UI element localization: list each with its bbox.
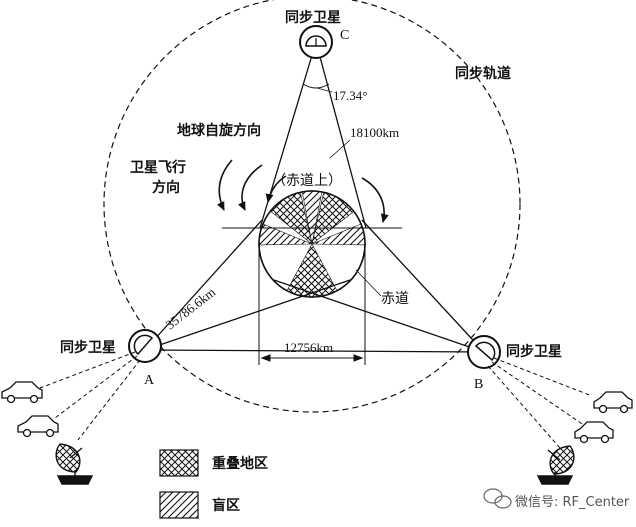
- car-icon: [574, 421, 614, 444]
- watermark-text: 微信号: RF_Center: [515, 495, 630, 510]
- satellite-c-label: 同步卫星: [285, 9, 341, 26]
- satellite-b-label: 同步卫星: [506, 343, 562, 360]
- legend-overlap-swatch: [159, 449, 199, 477]
- ground-links: [39, 351, 593, 449]
- satellite-b-letter: B: [474, 377, 483, 392]
- satellite-direction-label-line2: 方向: [152, 179, 180, 196]
- earth: [258, 190, 366, 298]
- earth-diameter-label: 12756km: [284, 340, 333, 355]
- angle-leader: [316, 87, 333, 93]
- satellite-c-letter: C: [340, 28, 349, 43]
- geosync-orbit: [103, 0, 521, 413]
- angle-label: 17.34°: [333, 88, 367, 103]
- earth-rotation-arrow-right: [361, 177, 389, 223]
- ground-station-dish-icon: [536, 445, 575, 485]
- satellite-a: [128, 329, 162, 363]
- earth-rotation-label: 地球自旋方向: [177, 122, 261, 139]
- satellite-a-letter: A: [144, 373, 155, 388]
- orbit-label: 同步轨道: [455, 65, 511, 82]
- satellite-a-label: 同步卫星: [60, 339, 116, 356]
- wechat-logo-icon: [483, 488, 512, 509]
- angle-arc: [302, 83, 330, 89]
- earth-rotation-arrow-left: [237, 164, 263, 211]
- blind-region-top: [301, 191, 323, 245]
- equator-leader: [355, 269, 382, 297]
- slant-distance-label: 18100km: [350, 125, 399, 140]
- overlap-region-bottom: [281, 243, 343, 297]
- legend-blind-label: 盲区: [212, 497, 240, 514]
- legend-blind-swatch: [159, 491, 199, 519]
- satellite-c: [299, 25, 333, 59]
- car-icon: [593, 391, 633, 414]
- earth-rotation-arrow-top-left: [265, 175, 287, 203]
- slant-distance-leader: [329, 139, 351, 159]
- satellite-dish-icon: [474, 341, 496, 362]
- satellite-direction-arrow: [216, 159, 233, 211]
- satellite-dish-icon: [133, 334, 154, 356]
- equator-label: 赤道: [381, 291, 409, 307]
- ground-station-dish-icon: [55, 443, 94, 485]
- diameter-dimension: [258, 244, 366, 365]
- satellite-b: [467, 335, 501, 369]
- car-icon: [17, 415, 59, 438]
- on-equator-label: （赤道上）: [272, 173, 342, 189]
- altitude-label: 35786.6km: [163, 284, 219, 332]
- legend-overlap-label: 重叠地区: [212, 455, 268, 472]
- car-icon: [1, 381, 43, 404]
- rotation-arrows: [216, 159, 389, 223]
- satellite-direction-label-line1: 卫星飞行: [130, 159, 186, 176]
